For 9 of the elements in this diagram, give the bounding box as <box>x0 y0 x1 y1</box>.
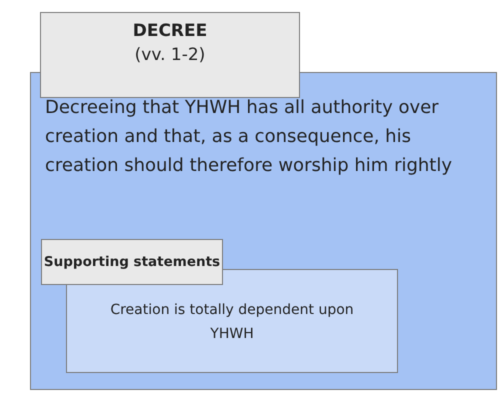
section-panel <box>30 72 497 390</box>
heading-text: DECREE <box>132 20 208 43</box>
statement-box <box>66 269 398 373</box>
verse-reference: (vv. 1-2) <box>134 44 206 67</box>
tab-label: Supporting statements <box>44 253 220 272</box>
body-text: Decreeing that YHWH has all authority over creation and that, as a consequence, his creation should therefore worship him rightly <box>45 96 454 178</box>
tab-label-box <box>41 239 223 285</box>
statement-text: Creation is totally dependent upon YHWH <box>109 301 355 344</box>
heading-box <box>40 12 300 98</box>
